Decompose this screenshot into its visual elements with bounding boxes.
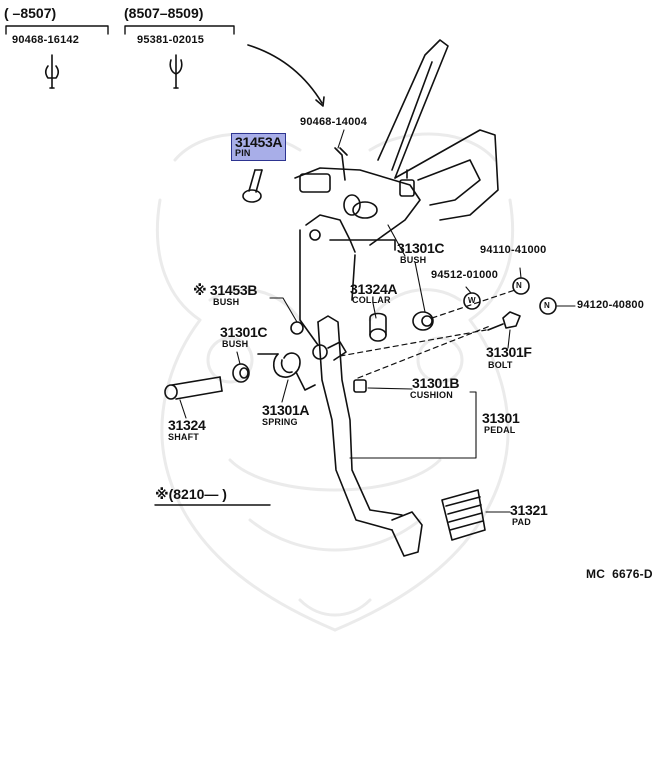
- date-range-middle: (8507–8509): [124, 5, 204, 21]
- pedal-bracket: [294, 39, 499, 346]
- part-number-31453A[interactable]: 31453A: [235, 134, 283, 150]
- part-number-31301C-top[interactable]: 31301C: [397, 240, 445, 256]
- nut-symbol-label: N: [516, 281, 522, 290]
- part-name-bush-top: BUSH: [400, 255, 427, 265]
- part-number-94110-41000[interactable]: 94110-41000: [480, 244, 547, 256]
- date-range-left: ( –8507): [4, 5, 57, 21]
- part-number-31324[interactable]: 31324: [168, 417, 206, 433]
- part-name-pin: PIN: [235, 148, 251, 158]
- reference-brackets: [5, 25, 271, 506]
- part-number-95381-02015[interactable]: 95381-02015: [137, 34, 205, 46]
- part-number-31301F[interactable]: 31301F: [486, 344, 532, 360]
- date-range-bottom: ※(8210— ): [155, 486, 227, 502]
- part-number-31453B[interactable]: ※ 31453B: [193, 282, 258, 298]
- collar-part-icon: [369, 312, 387, 342]
- nut-symbol-icon: [539, 297, 557, 315]
- part-31453A-highlighted[interactable]: 31453A PIN: [231, 133, 287, 161]
- part-number-90468-16142[interactable]: 90468-16142: [12, 34, 80, 46]
- part-name-cushion: CUSHION: [410, 390, 453, 400]
- cotter-pin-icon: [334, 147, 348, 181]
- pin-part-icon: [242, 169, 263, 203]
- bush-part-icon: [412, 311, 434, 331]
- bush-part-icon: [232, 363, 250, 383]
- part-number-31324A[interactable]: 31324A: [350, 281, 398, 297]
- nut-symbol-label: N: [544, 301, 550, 310]
- part-name-collar: COLLAR: [352, 295, 391, 305]
- part-name-pad: PAD: [512, 517, 531, 527]
- diagram-code: MC 6676-D: [586, 567, 653, 581]
- part-number-94120-40800[interactable]: 94120-40800: [577, 299, 645, 311]
- leader-lines: [179, 129, 576, 513]
- part-name-bolt: BOLT: [488, 360, 513, 370]
- assembly-lines: [339, 289, 516, 379]
- part-name-bush-31453B: BUSH: [213, 297, 240, 307]
- washer-symbol-icon: [463, 292, 481, 310]
- part-number-31301B[interactable]: 31301B: [412, 375, 460, 391]
- part-number-31321[interactable]: 31321: [510, 502, 548, 518]
- watermark-emblem: [155, 132, 515, 632]
- part-name-spring: SPRING: [262, 417, 298, 427]
- part-name-bush-left: BUSH: [222, 339, 249, 349]
- washer-symbol-label: W: [468, 296, 476, 305]
- clip-part-icon: [44, 54, 60, 89]
- part-name-pedal: PEDAL: [484, 425, 516, 435]
- part-number-31301[interactable]: 31301: [482, 410, 520, 426]
- clip-part-icon: [169, 54, 183, 89]
- part-number-31301A[interactable]: 31301A: [262, 402, 310, 418]
- pedal-arm: [312, 315, 423, 557]
- part-name-shaft: SHAFT: [168, 432, 199, 442]
- pad-part-icon: [441, 489, 486, 541]
- spring-part-icon: [257, 352, 316, 391]
- part-number-31301C-left[interactable]: 31301C: [220, 324, 268, 340]
- shaft-part-icon: [164, 376, 223, 400]
- part-number-90468-14004[interactable]: 90468-14004: [300, 116, 368, 128]
- bolt-part-icon: [487, 311, 521, 331]
- bush-part-icon: [290, 321, 304, 335]
- part-number-94512-01000[interactable]: 94512-01000: [431, 269, 499, 281]
- curved-arrow-icon: [247, 44, 325, 107]
